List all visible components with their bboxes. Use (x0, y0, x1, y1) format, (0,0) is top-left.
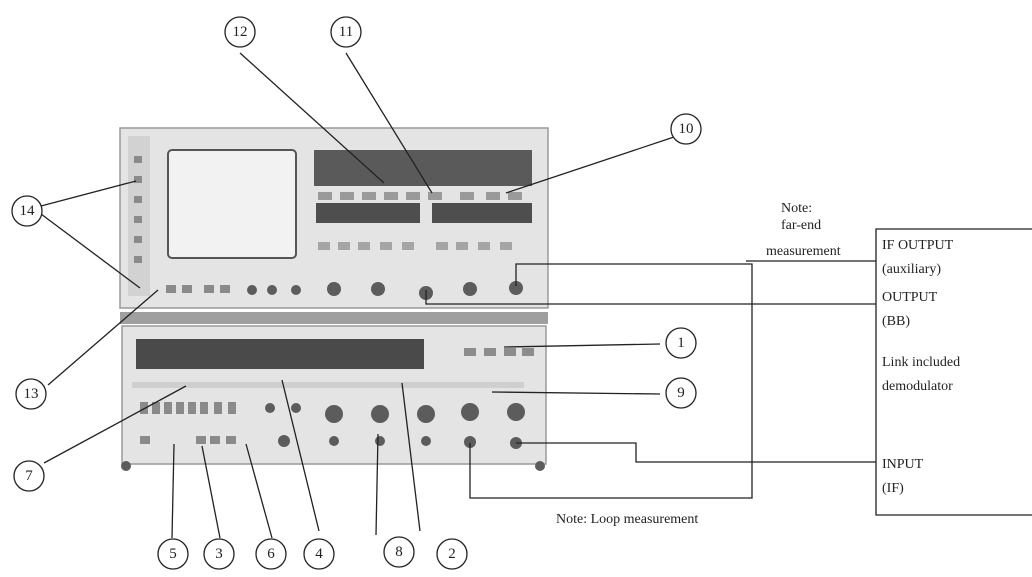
callout-12: 12 (224, 16, 256, 48)
input-sublabel: (IF) (882, 481, 904, 496)
lower-instrument-unit (121, 325, 547, 471)
connection-wiring (425, 228, 1032, 516)
callout-6: 6 (255, 538, 287, 570)
input-label: INPUT (882, 457, 924, 472)
link-label: Link included (882, 355, 960, 370)
callout-4: 4 (303, 538, 335, 570)
callout-14-label: 14 (20, 203, 36, 219)
callout-7-label: 7 (25, 468, 33, 484)
callout-3-label: 3 (215, 546, 223, 562)
note-labels: Note: far-end measurement Note: Loop mea… (556, 201, 841, 527)
callout-13: 13 (15, 378, 47, 410)
leader-lines (40, 52, 675, 539)
callout-8: 8 (383, 536, 415, 568)
demodulator-label: demodulator (882, 379, 953, 394)
callout-10-label: 10 (679, 121, 694, 137)
output-label: OUTPUT (882, 290, 938, 305)
far-end-note-line1: Note: (781, 201, 812, 216)
callout-2-label: 2 (448, 546, 456, 562)
callout-14: 14 (11, 195, 43, 227)
lower-display (136, 339, 424, 369)
crt-screen (167, 149, 297, 259)
callout-3: 3 (203, 538, 235, 570)
callout-11: 11 (330, 16, 362, 48)
upper-instrument-unit (119, 127, 549, 324)
callout-11-label: 11 (339, 24, 353, 40)
callout-5-label: 5 (169, 546, 177, 562)
callout-5: 5 (157, 538, 189, 570)
output-sublabel: (BB) (882, 314, 910, 329)
callout-1-label: 1 (677, 335, 685, 351)
callout-6-label: 6 (267, 546, 275, 562)
upper-key-row (318, 192, 522, 200)
callout-8-label: 8 (395, 544, 403, 560)
demodulator-labels: IF OUTPUT (auxiliary) OUTPUT (BB) Link i… (882, 238, 960, 496)
callout-10: 10 (670, 113, 702, 145)
callout-13-label: 13 (24, 386, 39, 402)
right-sub-display (432, 203, 532, 223)
if-output-sublabel: (auxiliary) (882, 262, 941, 277)
left-sub-display (316, 203, 420, 223)
callout-9: 9 (665, 377, 697, 409)
if-output-label: IF OUTPUT (882, 238, 954, 253)
callout-4-label: 4 (315, 546, 323, 562)
callout-1: 1 (665, 327, 697, 359)
callout-7: 7 (13, 460, 45, 492)
loop-measurement-note: Note: Loop measurement (556, 512, 698, 527)
upper-display (314, 150, 532, 186)
callout-9-label: 9 (677, 385, 685, 401)
far-end-note-line2: far-end (781, 218, 821, 233)
callout-2: 2 (436, 538, 468, 570)
callout-12-label: 12 (233, 24, 248, 40)
callout-circles: 1 2 3 4 5 6 7 8 9 10 11 12 13 14 (11, 16, 702, 570)
far-end-note-line3: measurement (766, 244, 841, 259)
